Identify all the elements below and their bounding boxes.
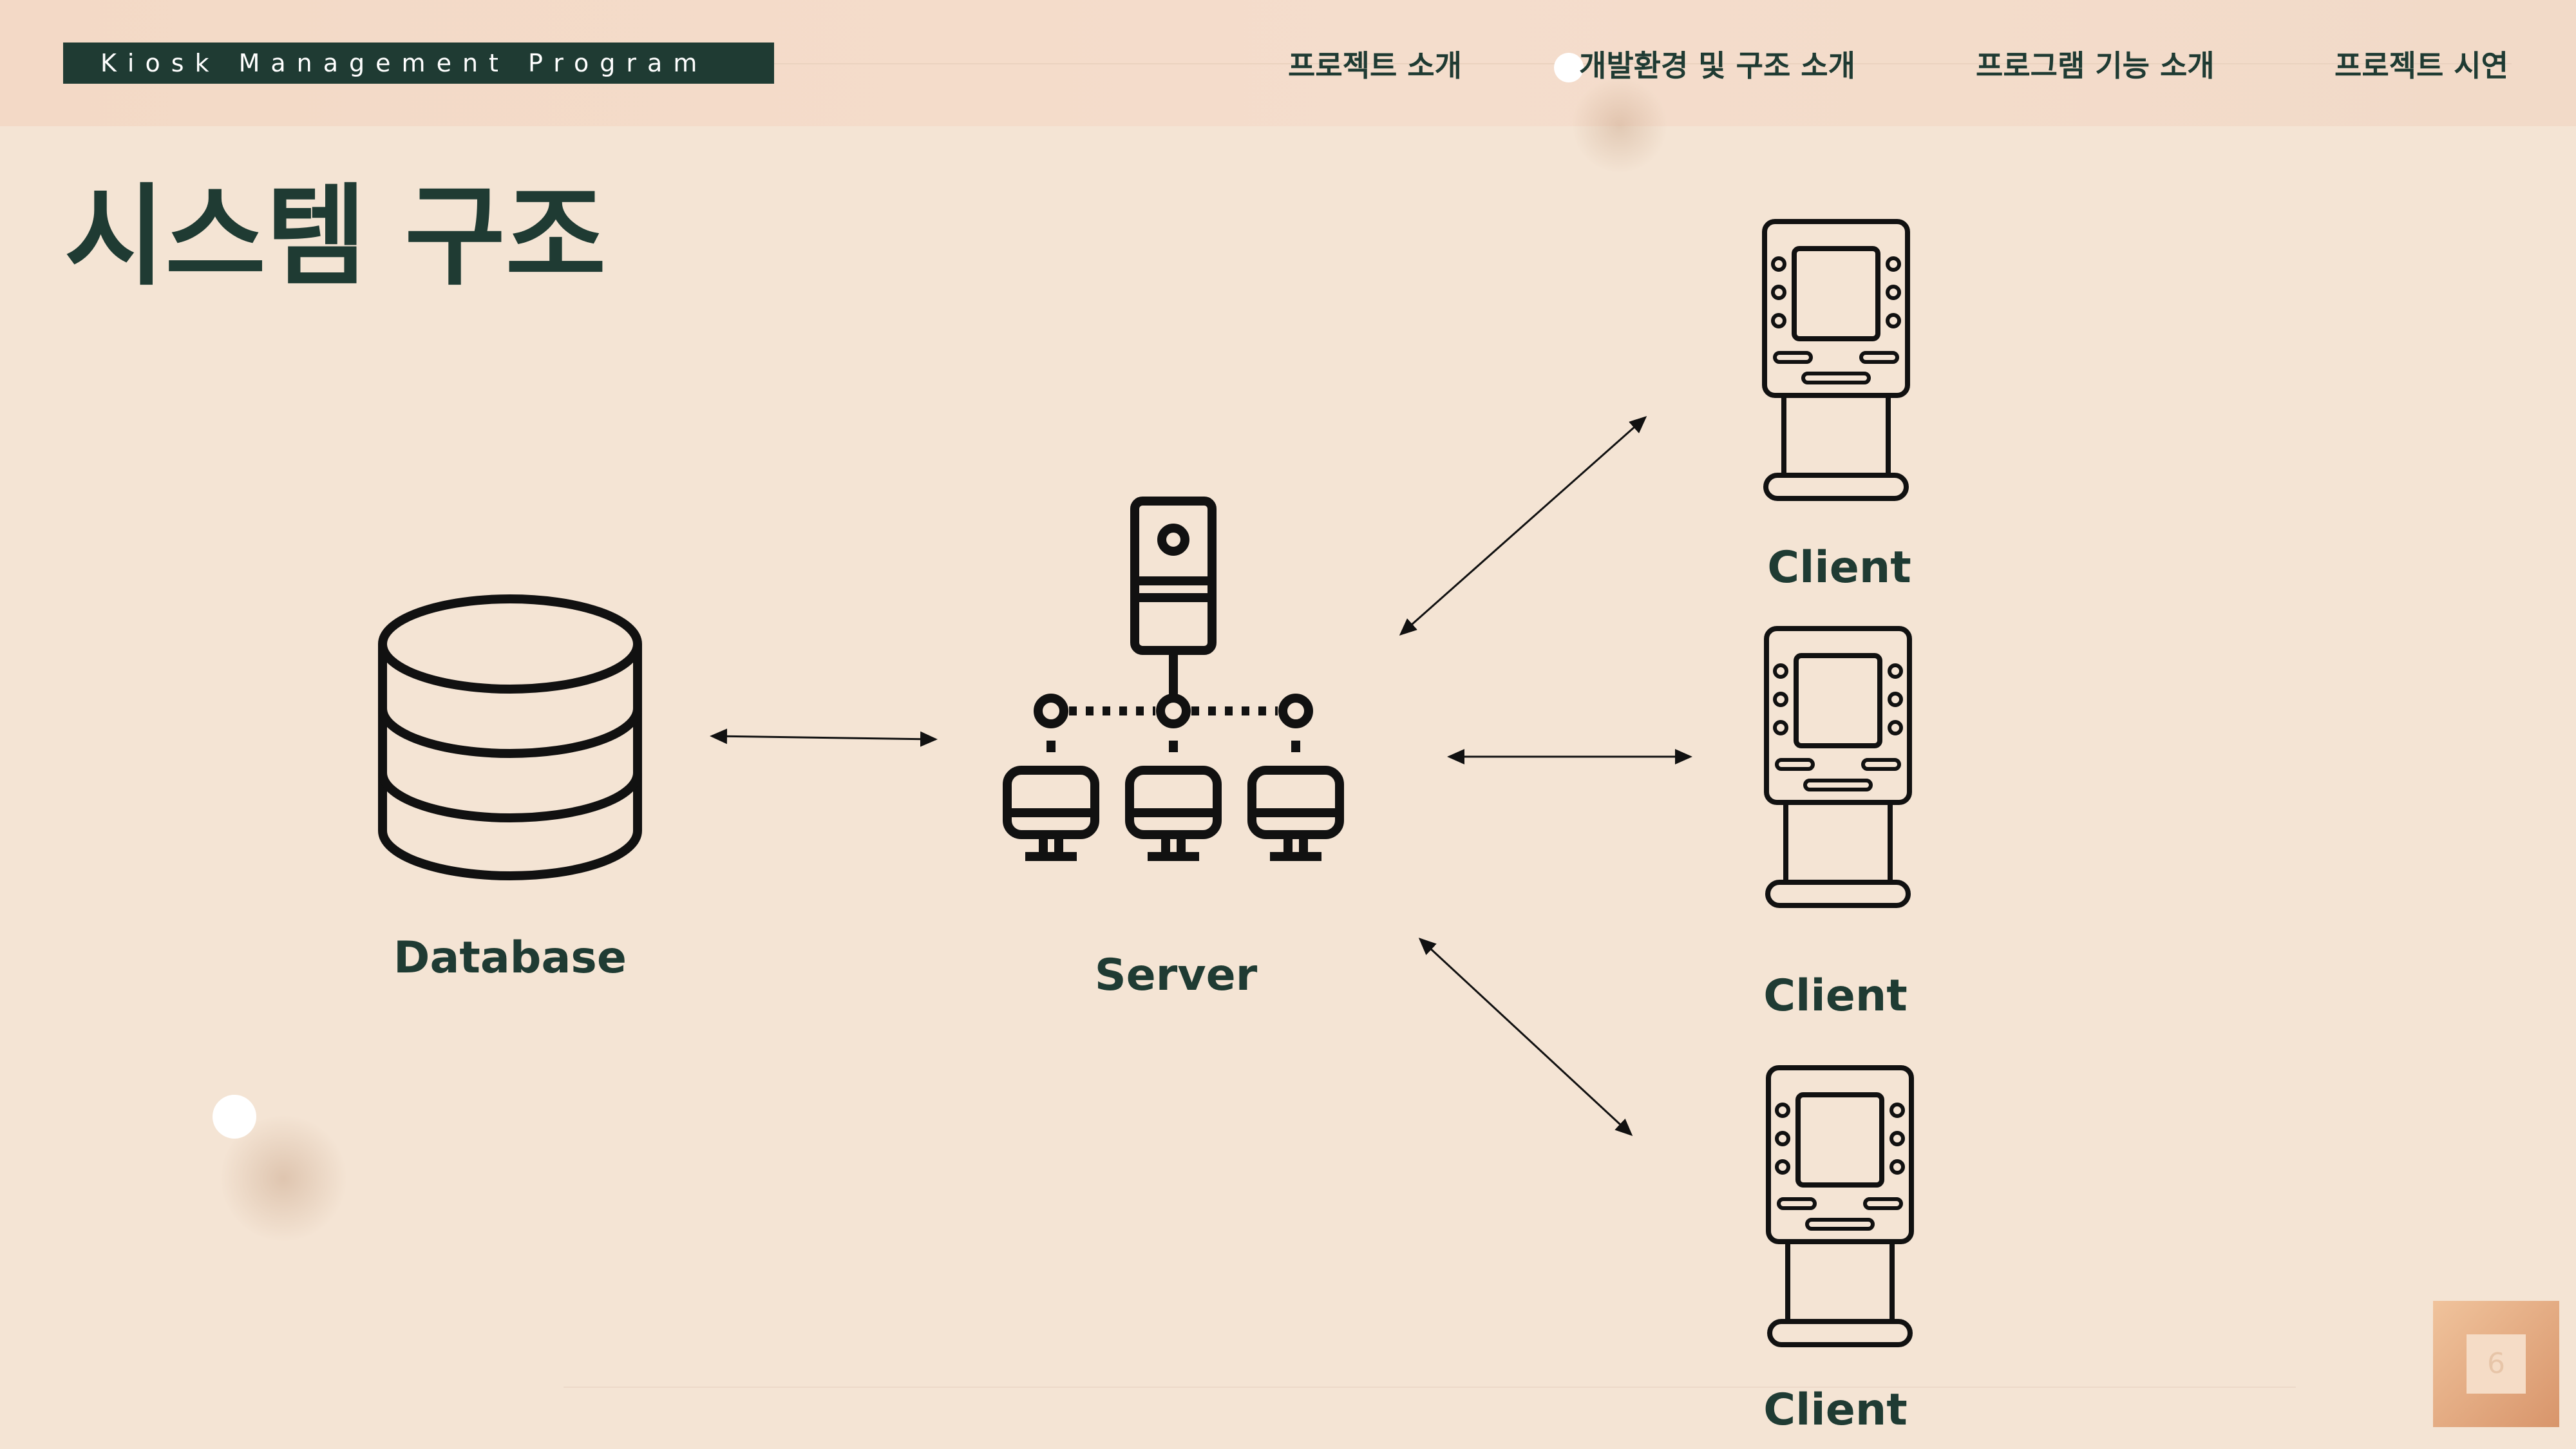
nav-indicator-dot [1554, 53, 1584, 82]
header-divider [773, 63, 2512, 64]
page-number-box: 6 [2433, 1301, 2559, 1427]
page-number: 6 [2467, 1334, 2526, 1394]
nav-dev-env-structure[interactable]: 개발환경 및 구조 소개 [1579, 48, 1855, 83]
client-label-middle: Client [1763, 971, 1908, 1021]
nav-program-features[interactable]: 프로그램 기능 소개 [1976, 48, 2215, 83]
kiosk-icon [1766, 629, 1909, 905]
kiosk-icon [1768, 1068, 1911, 1345]
client-label-top: Client [1767, 542, 1911, 593]
arrow-server-client-bottom [1418, 937, 1633, 1137]
decorative-dot [213, 1095, 256, 1139]
client-label-bottom: Client [1763, 1385, 1908, 1435]
nav-dot-shadow [1571, 77, 1668, 174]
nav-project-intro[interactable]: 프로젝트 소개 [1288, 48, 1462, 83]
footer-divider [564, 1387, 2296, 1388]
kiosk-icon [1765, 222, 1908, 498]
server-label: Server [1094, 950, 1258, 1001]
arrow-server-client-top [1399, 416, 1647, 636]
brand-label: Kiosk Management Program [63, 43, 774, 84]
nav-project-demo[interactable]: 프로젝트 시연 [2334, 48, 2508, 83]
page-title: 시스템 구조 [64, 173, 607, 301]
server-network-icon [1003, 497, 1344, 861]
arrow-database-server [710, 728, 938, 747]
database-icon [378, 594, 642, 880]
database-label: Database [393, 933, 627, 983]
